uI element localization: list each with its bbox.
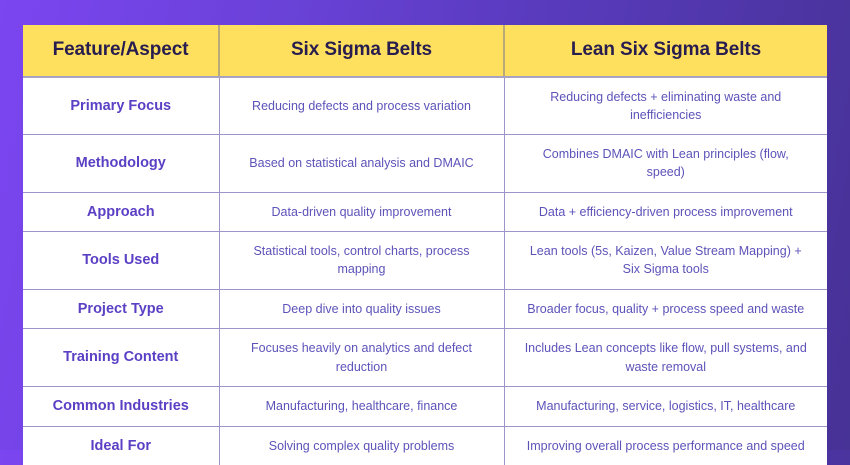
- row-label-common-industries: Common Industries: [23, 386, 220, 427]
- row-label-primary-focus: Primary Focus: [23, 77, 220, 136]
- row-label-ideal-for: Ideal For: [23, 426, 220, 465]
- cell-lean-six-sigma-approach: Data + efficiency-driven process improve…: [504, 192, 827, 233]
- table-row: Primary Focus Reducing defects and proce…: [23, 77, 827, 136]
- table-body: Primary Focus Reducing defects and proce…: [23, 77, 827, 465]
- cell-six-sigma-ideal-for: Solving complex quality problems: [219, 426, 505, 465]
- row-label-project-type: Project Type: [23, 289, 220, 330]
- cell-six-sigma-primary-focus: Reducing defects and process variation: [219, 77, 505, 136]
- table-row: Project Type Deep dive into quality issu…: [23, 289, 827, 330]
- table-row: Common Industries Manufacturing, healthc…: [23, 386, 827, 427]
- row-label-methodology: Methodology: [23, 134, 220, 193]
- cell-six-sigma-training-content: Focuses heavily on analytics and defect …: [219, 328, 505, 387]
- cell-lean-six-sigma-tools-used: Lean tools (5s, Kaizen, Value Stream Map…: [504, 231, 827, 290]
- table-row: Ideal For Solving complex quality proble…: [23, 426, 827, 465]
- cell-six-sigma-tools-used: Statistical tools, control charts, proce…: [219, 231, 505, 290]
- cell-six-sigma-methodology: Based on statistical analysis and DMAIC: [219, 134, 505, 193]
- cell-lean-six-sigma-common-industries: Manufacturing, service, logistics, IT, h…: [504, 386, 827, 427]
- comparison-table-container: Feature/Aspect Six Sigma Belts Lean Six …: [23, 25, 827, 465]
- column-header-feature-aspect: Feature/Aspect: [23, 25, 220, 78]
- row-label-tools-used: Tools Used: [23, 231, 220, 290]
- row-label-approach: Approach: [23, 192, 220, 233]
- cell-lean-six-sigma-training-content: Includes Lean concepts like flow, pull s…: [504, 328, 827, 387]
- table-row: Approach Data-driven quality improvement…: [23, 192, 827, 233]
- cell-lean-six-sigma-methodology: Combines DMAIC with Lean principles (flo…: [504, 134, 827, 193]
- table-row: Methodology Based on statistical analysi…: [23, 134, 827, 193]
- cell-six-sigma-project-type: Deep dive into quality issues: [219, 289, 505, 330]
- table-row: Training Content Focuses heavily on anal…: [23, 328, 827, 387]
- table-header-row: Feature/Aspect Six Sigma Belts Lean Six …: [23, 25, 827, 78]
- cell-lean-six-sigma-ideal-for: Improving overall process performance an…: [504, 426, 827, 465]
- column-header-lean-six-sigma-belts: Lean Six Sigma Belts: [504, 25, 827, 78]
- cell-lean-six-sigma-primary-focus: Reducing defects + eliminating waste and…: [504, 77, 827, 136]
- row-label-training-content: Training Content: [23, 328, 220, 387]
- cell-six-sigma-approach: Data-driven quality improvement: [219, 192, 505, 233]
- cell-six-sigma-common-industries: Manufacturing, healthcare, finance: [219, 386, 505, 427]
- comparison-table: Feature/Aspect Six Sigma Belts Lean Six …: [23, 25, 827, 465]
- table-row: Tools Used Statistical tools, control ch…: [23, 231, 827, 290]
- table-header: Feature/Aspect Six Sigma Belts Lean Six …: [23, 25, 827, 78]
- column-header-six-sigma-belts: Six Sigma Belts: [219, 25, 505, 78]
- cell-lean-six-sigma-project-type: Broader focus, quality + process speed a…: [504, 289, 827, 330]
